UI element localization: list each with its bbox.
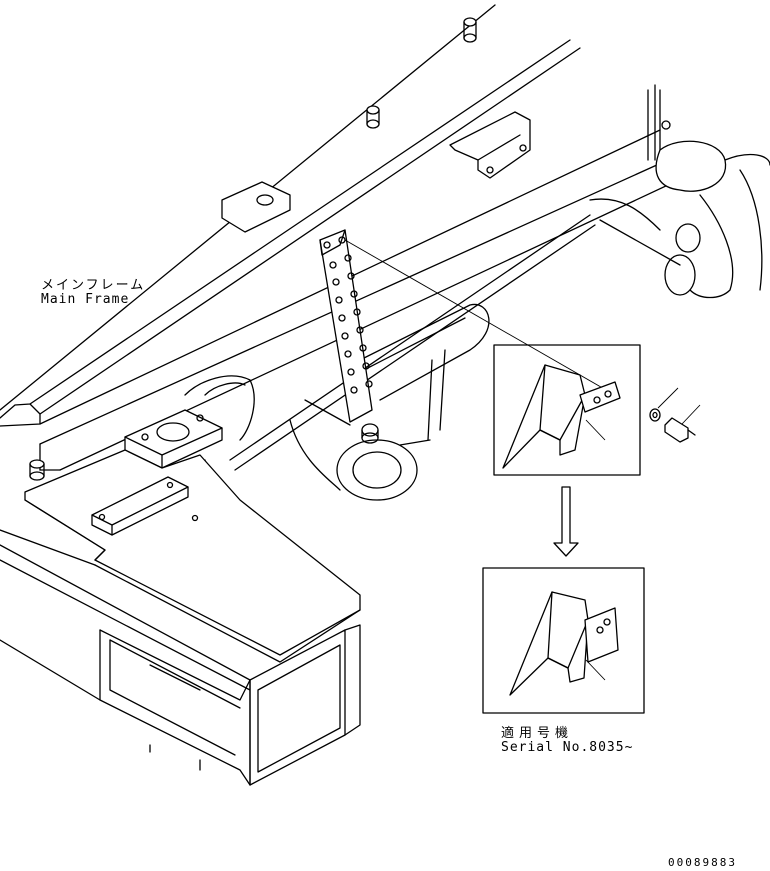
main-frame-beam: [0, 4, 701, 471]
callout-box-1: [493, 344, 641, 476]
pivot-assembly: [589, 84, 770, 299]
bushing-top-2: [366, 105, 380, 129]
main-frame-label-en: Main Frame: [41, 292, 130, 307]
arrow-down-icon: [553, 486, 579, 557]
main-frame-label-jp: メインフレーム: [41, 278, 146, 293]
bolt: [664, 404, 701, 443]
base-plate: [24, 449, 361, 663]
bushing-left: [29, 459, 45, 481]
serial-label-en: Serial No.8035~: [501, 740, 634, 755]
washer: [649, 387, 679, 422]
callout-box-2: [482, 567, 645, 714]
beam-bracket: [449, 111, 531, 179]
beam-mount-box: [221, 181, 291, 233]
spacer-block: [91, 476, 189, 536]
box-frame: [0, 529, 361, 786]
lower-frame-rail: [229, 214, 596, 471]
bushing-top-1: [463, 17, 477, 43]
perforated-plate: [319, 229, 373, 423]
serial-label-jp: 適用号機: [501, 726, 574, 741]
leader-line-plate: [344, 239, 621, 399]
pivot-ring: [289, 399, 431, 501]
drawing-number: 00089883: [668, 856, 737, 869]
